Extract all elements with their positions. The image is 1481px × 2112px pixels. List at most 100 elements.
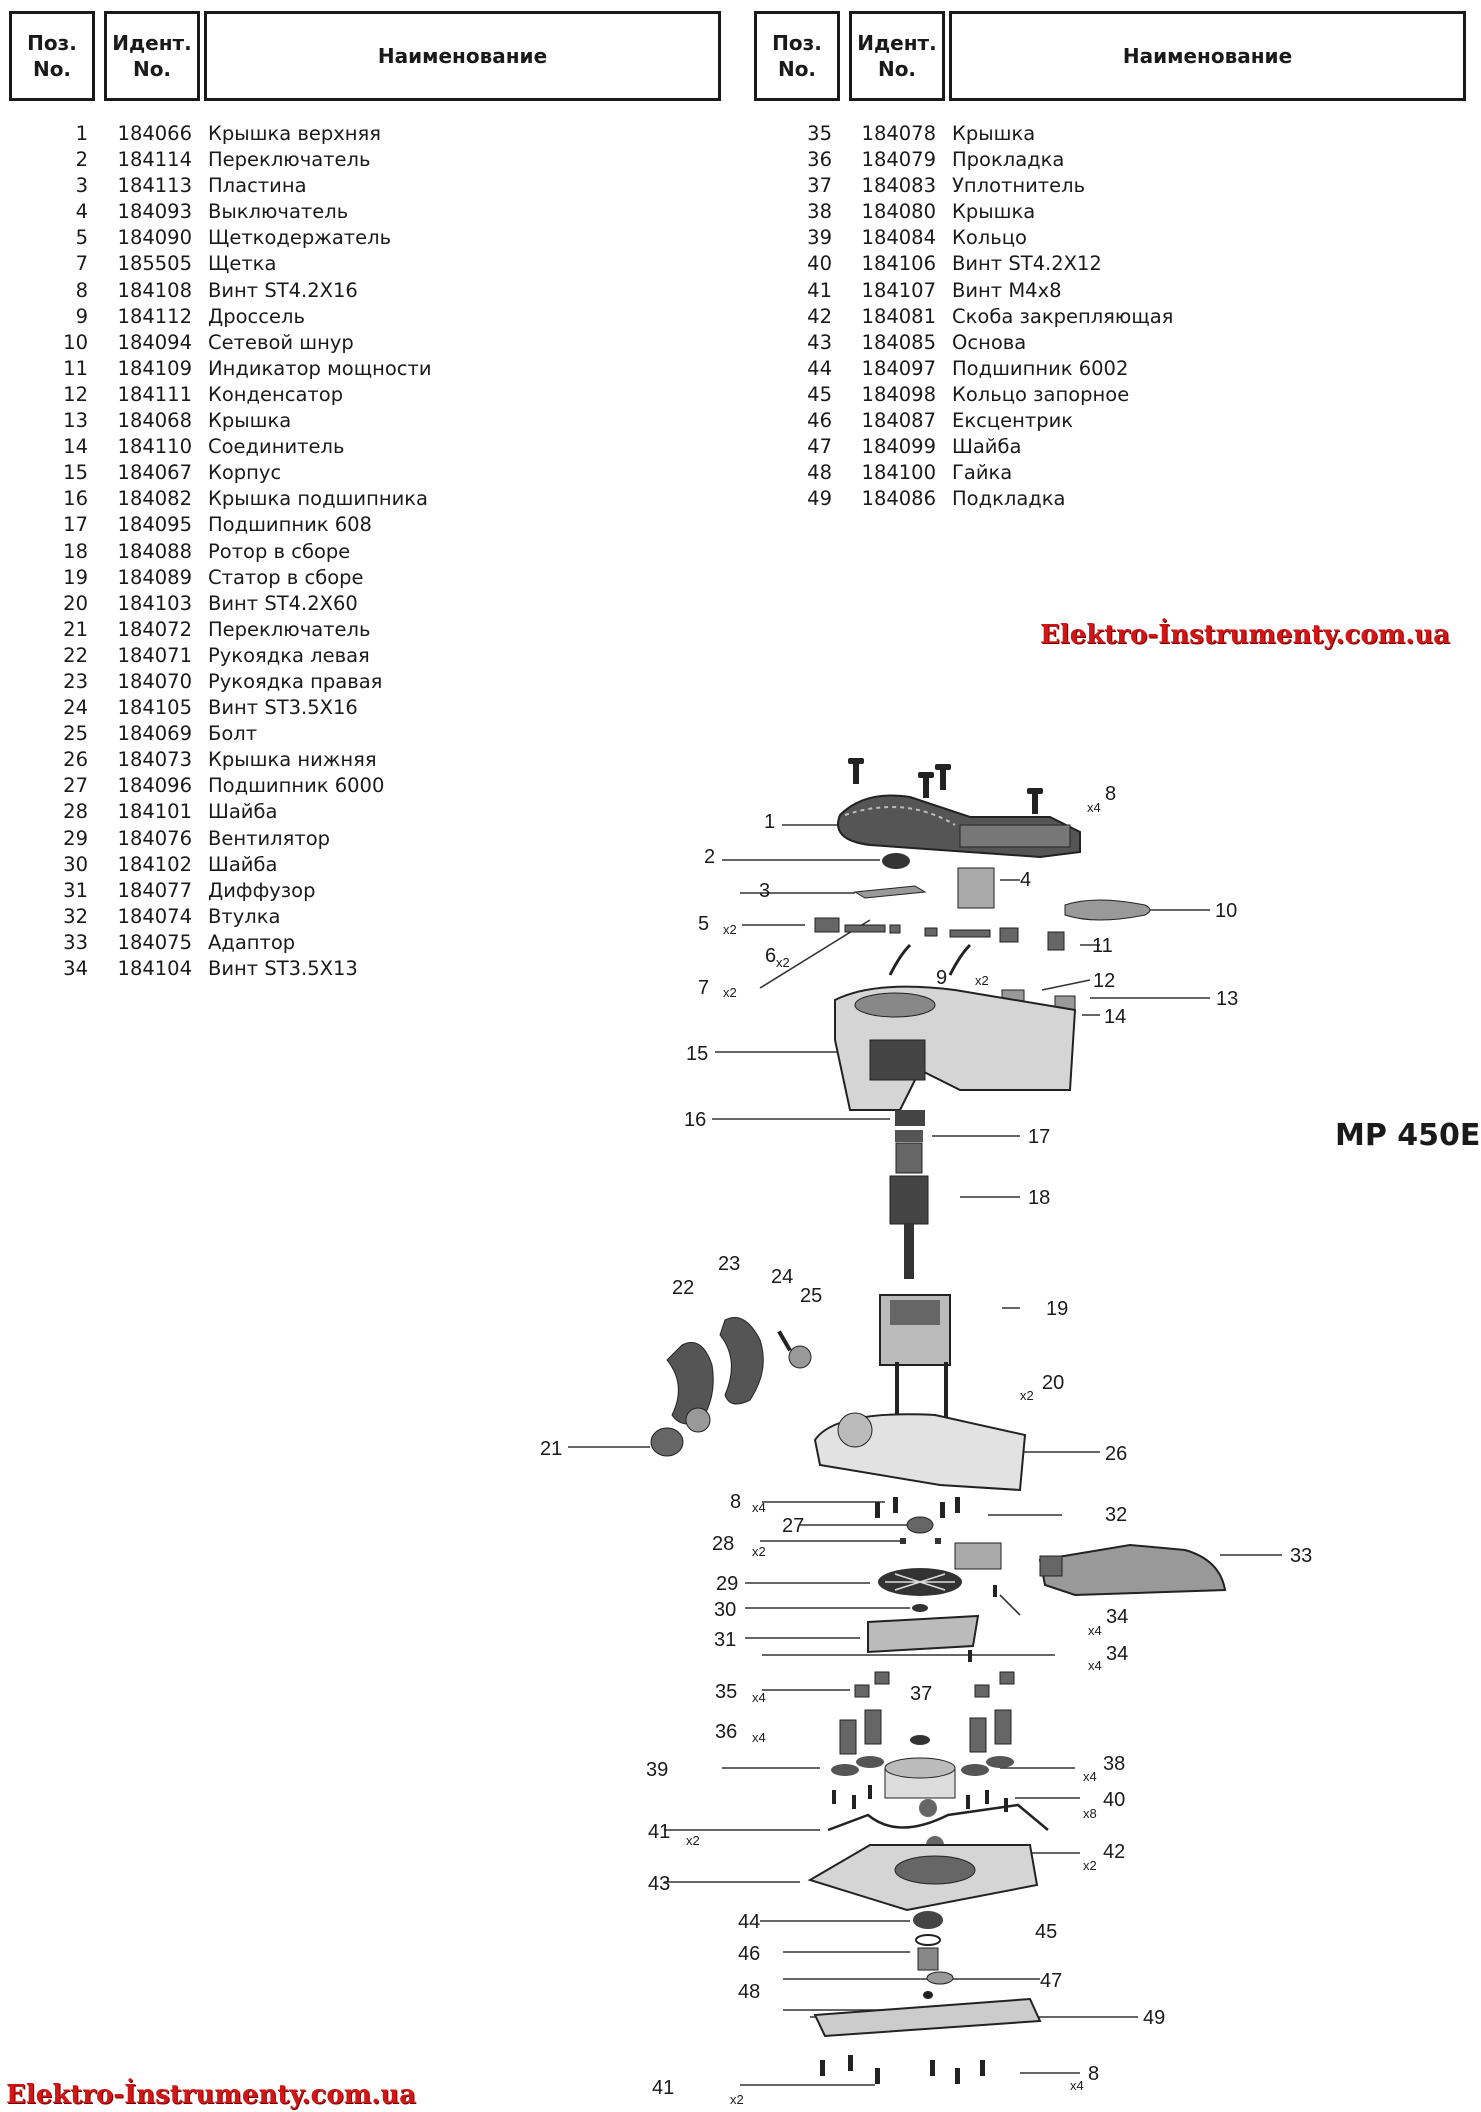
header-pos-label: Поз. [27,31,77,55]
callout-quantity: x2 [723,922,737,937]
part-pos: 41 [807,278,832,302]
part-id: 184107 [861,278,936,302]
callout-number: 35 [715,1681,737,1703]
part-pos: 47 [807,435,832,459]
part-pos: 45 [807,382,832,406]
header-pos-no: No. [32,57,72,81]
callout-number: 9 [936,967,947,989]
header-pos-right: Поз.No. [754,11,840,101]
part-pos: 42 [807,304,832,328]
callout-quantity: x8 [1083,1806,1097,1821]
part-name: Кольцо [952,226,1027,250]
callout-number: 10 [1215,900,1237,922]
part-id: 184088 [117,539,192,563]
part-pos: 27 [63,774,88,798]
part-name: Вентилятор [208,826,331,850]
part-name: Рукоядка левая [208,643,370,667]
part-id: 184067 [117,461,192,485]
header-pos-label: Поз. [772,31,822,55]
part-name: Подкладка [952,487,1066,511]
part-pos: 25 [63,722,88,746]
part-id: 184080 [861,200,936,224]
part-name: Крышка [208,409,292,433]
part-pos: 39 [807,226,832,250]
callout-quantity: x4 [752,1690,766,1705]
part-pos: 29 [63,826,88,850]
callout-number: 12 [1093,970,1115,992]
callout-number: 7 [698,977,709,999]
part-id: 184100 [861,461,936,485]
part-name: Соединитель [208,435,345,459]
part-id: 184103 [117,591,192,615]
parts-row: 21 184072 Переключатель [20,617,432,643]
part-id: 184072 [117,617,192,641]
part-id: 184101 [117,800,192,824]
part-name: Крышка верхняя [208,122,382,145]
callout-quantity: x4 [752,1500,766,1515]
callout-number: 22 [672,1277,694,1299]
part-id: 184108 [117,278,192,302]
callout-number: 6 [765,945,776,967]
part-pos: 3 [75,174,88,198]
callout-number: 5 [698,913,709,935]
part-id: 184105 [117,696,192,720]
part-pos: 5 [75,226,88,250]
callout-number: 46 [738,1943,760,1965]
callout-number: 8 [730,1491,741,1513]
part-id: 184079 [861,148,936,172]
part-id: 184071 [117,643,192,667]
callout-number: 47 [1040,1970,1062,1992]
part-name: Винт ST4.2X12 [952,252,1102,276]
part-name: Статор в сборе [208,565,364,589]
callout-number: 48 [738,1981,760,2003]
callout-number: 43 [648,1873,670,1895]
model-label: MP 450E [1335,1118,1481,1153]
part-pos: 21 [63,617,88,641]
part-name: Винт ST4.2X16 [208,278,358,302]
part-pos: 22 [63,643,88,667]
part-name: Переключатель [208,617,371,641]
part-pos: 17 [63,513,88,537]
part-pos: 13 [63,409,88,433]
part-pos: 26 [63,748,88,772]
callout-number: 37 [910,1683,932,1705]
callout-number: 25 [800,1285,822,1307]
part-pos: 4 [75,200,88,224]
callout-number: 20 [1042,1372,1064,1394]
callout-number: 40 [1103,1789,1125,1811]
part-id: 184086 [861,487,936,511]
callout-number: 41 [652,2077,674,2099]
part-pos: 19 [63,565,88,589]
part-name: Винт M4x8 [952,278,1062,302]
part-pos: 14 [63,435,88,459]
part-pos: 23 [63,669,88,693]
callout-number: 23 [718,1253,740,1275]
parts-row: 22 184071 Рукоядка левая [20,643,432,669]
part-name: Щетка [208,252,277,276]
part-name: Крышка нижняя [208,748,377,772]
part-id: 184094 [117,330,192,354]
part-pos: 8 [75,278,88,302]
callout-quantity: x4 [1070,2078,1084,2093]
part-name: Ексцентрик [952,409,1074,433]
part-id: 184066 [117,122,192,145]
part-name: Уплотнитель [952,174,1086,198]
part-name: Сетевой шнур [208,330,354,354]
part-pos: 2 [75,148,88,172]
part-id: 184110 [117,435,192,459]
callout-number: 29 [716,1573,738,1595]
